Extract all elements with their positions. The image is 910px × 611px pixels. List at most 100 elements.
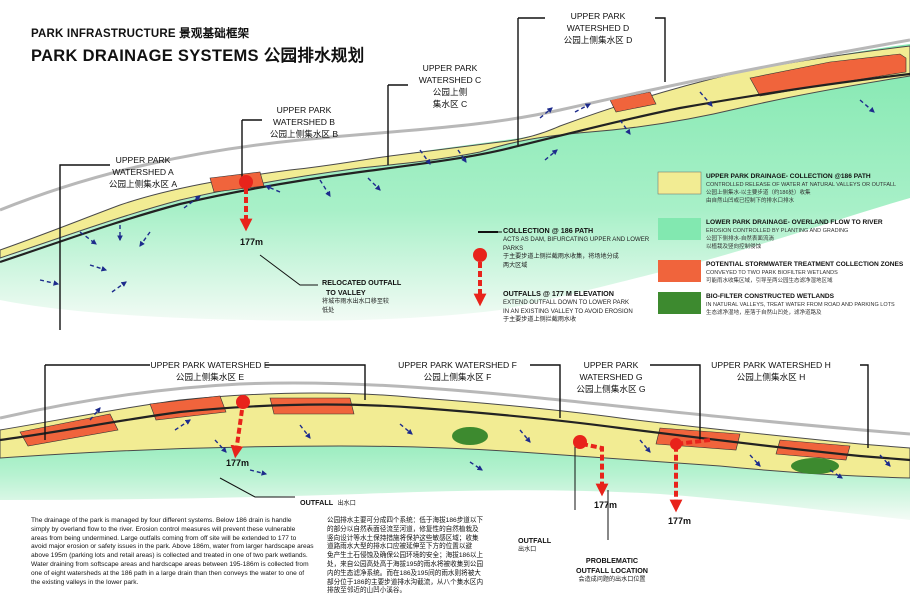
elevation-177-g: 177m <box>594 500 618 510</box>
outfalls-en2: IN AN EXISTING VALLEY TO AVOID EROSION <box>503 307 633 315</box>
watershed-h-cn: 公园上侧集水区 H <box>736 372 806 382</box>
description-cn-line: 竖向设计等水土保持措施将保护这些敏感区域；收集 <box>327 534 479 542</box>
bio-filter-wetland-1 <box>452 427 488 445</box>
elevation-177-top: 177m <box>240 237 264 247</box>
legend-upper-cn2: 由自然山凹或已控制下的排水口排水 <box>706 198 795 204</box>
legend-item-wetland: BIO-FILTER CONSTRUCTED WETLANDS IN NATUR… <box>706 292 906 317</box>
collection-en: ACTS AS DAM, BIFURCATING UPPER AND LOWER… <box>503 236 650 252</box>
description-en-line: Water draining from softscape areas and … <box>31 560 309 568</box>
description-en-line: the existing valleys in the lower park. <box>31 578 139 586</box>
watershed-h-label: UPPER PARK WATERSHED H 公园上侧集水区 H <box>706 359 836 383</box>
watershed-d-label: UPPER PARK WATERSHED D 公园上侧集水区 D <box>548 10 648 46</box>
problematic-l1: PROBLEMATIC <box>585 556 639 565</box>
outfalls-title: OUTFALLS @ 177 M ELEVATION <box>503 289 614 298</box>
road-top <box>0 38 910 212</box>
watershed-d-cn: 公园上侧集水区 D <box>563 35 633 45</box>
page-title: PARK DRAINAGE SYSTEMS 公园排水规划 <box>31 47 365 65</box>
outfall-g-callout: OUTFALL 出水口 <box>518 536 551 555</box>
watershed-c-cn2: 集水区 C <box>432 99 468 109</box>
relocated-l1: RELOCATED OUTFALL <box>322 278 402 287</box>
watershed-a-en1: UPPER PARK <box>115 155 171 165</box>
watershed-e-en: UPPER PARK WATERSHED E <box>150 360 270 370</box>
outfalls-en1: EXTEND OUTFALL DOWN TO LOWER PARK <box>503 299 630 306</box>
description-en-line: areas from being undermined. Large outfa… <box>31 534 297 542</box>
description-cn: 公园排水主要可分成四个系统：低于海拔186步道以下 的部分以自然表面径流至河道，… <box>327 517 517 596</box>
watershed-c-en2: WATERSHED C <box>418 75 482 85</box>
legend-stormwater-en: CONVEYED TO TWO PARK BIOFILTER WETLANDS <box>706 270 838 276</box>
watershed-boundaries <box>44 17 869 448</box>
outfall-g-en: OUTFALL <box>518 536 552 545</box>
watershed-f-cn: 公园上侧集水区 F <box>423 372 492 382</box>
relocated-outfall-callout: RELOCATED OUTFALL TO VALLEY 将城市雨水出水口移至较 … <box>322 278 432 315</box>
problematic-l2: OUTFALL LOCATION <box>576 566 648 575</box>
watershed-g-label: UPPER PARK WATERSHED G 公园上侧集水区 G <box>566 359 656 395</box>
description-en-line: above 195m (parking lots and retail area… <box>31 552 308 560</box>
description-cn-line: 部分位于186的主要步道排水沟截流，从八个集水区内 <box>327 578 484 586</box>
collection-path-186-top <box>0 72 910 264</box>
description-en-line: one of eight watersheds at the 186 path … <box>31 569 305 577</box>
legend-item-stormwater: POTENTIAL STORMWATER TREATMENT COLLECTIO… <box>706 260 906 285</box>
watershed-b-cn: 公园上侧集水区 B <box>269 129 339 139</box>
legend-lower-cn1: 公园下侧排水-自然表面流淌 <box>706 236 774 242</box>
watershed-e-cn: 公园上侧集水区 E <box>175 372 245 382</box>
stormwater-zone-bottom-3 <box>269 397 355 415</box>
problematic-cn: 会造成问题的出水口位置 <box>578 576 646 583</box>
relocated-cn1: 将城市雨水出水口移至较 <box>322 298 390 305</box>
legend-item-upper: UPPER PARK DRAINAGE- COLLECTION @186 PAT… <box>706 172 906 205</box>
watershed-d-en2: WATERSHED D <box>566 23 630 33</box>
legend-wetland-cn1: 生态滤净湿地，座落于自然山凹处，滤净道路及 <box>706 310 822 316</box>
watershed-c-en1: UPPER PARK <box>422 63 478 73</box>
description-en-line: simply by overland flow to the river. Er… <box>31 525 296 533</box>
watershed-c-label: UPPER PARK WATERSHED C 公园上侧 集水区 C <box>400 62 500 110</box>
collection-callout: COLLECTION @ 186 PATH ACTS AS DAM, BIFUR… <box>503 226 653 270</box>
collection-title: COLLECTION @ 186 PATH <box>503 226 594 235</box>
legend-lower-title: LOWER PARK DRAINAGE- OVERLAND FLOW TO RI… <box>706 219 883 226</box>
legend-upper-cn1: 公园上侧集水-以主要步道（约186处）收集 <box>706 190 811 196</box>
elevation-177-e: 177m <box>226 458 250 468</box>
legend-upper-title: UPPER PARK DRAINAGE- COLLECTION @186 PAT… <box>706 173 871 180</box>
watershed-b-label: UPPER PARK WATERSHED B 公园上侧集水区 B <box>254 104 354 140</box>
outfall-e-cn: 出水口 <box>337 500 356 507</box>
watershed-h-en: UPPER PARK WATERSHED H <box>711 360 831 370</box>
description-cn-line: 处，来自公园高处高于海拔195的雨水将被收集到公园 <box>327 560 484 568</box>
collection-path-186-bottom <box>0 403 910 462</box>
description-cn-line: 公园排水主要可分成四个系统：低于海拔186步道以下 <box>327 517 484 524</box>
watershed-d-en1: UPPER PARK <box>570 11 626 21</box>
legend-lower-en: EROSION CONTROLLED BY PLANTING AND GRADI… <box>706 228 849 234</box>
watershed-f-en: UPPER PARK WATERSHED F <box>398 360 517 370</box>
outfalls-cn: 于主要步道上侧拦截雨水收 <box>503 316 577 323</box>
description-cn-line: 的部分以自然表面径流至河道，修复性的自然植栽及 <box>327 525 479 533</box>
watershed-b-en1: UPPER PARK <box>276 105 332 115</box>
description-en-line: The drainage of the park is managed by f… <box>31 517 292 524</box>
flow-arrows <box>39 91 891 479</box>
legend-lower-cn2: 以植栽及竖向控制侵蚀 <box>706 244 762 250</box>
watershed-b-en2: WATERSHED B <box>272 117 336 127</box>
watershed-a-cn: 公园上侧集水区 A <box>108 179 178 189</box>
watershed-g-cn: 公园上侧集水区 G <box>576 384 646 394</box>
legend-stormwater-cn1: 可能雨水收集区域，引导至两公园生态滤净湿地区域 <box>706 278 833 284</box>
description-cn-line: 道路雨水大型的排水口应被延伸至下方的位置以避 <box>327 543 473 551</box>
problematic-outfall-callout: PROBLEMATIC OUTFALL LOCATION 会造成问题的出水口位置 <box>562 556 662 585</box>
description-cn-line: 内的生态滤净系统。而在186及195间的雨水则将被大 <box>327 569 481 577</box>
watershed-g-en1: UPPER PARK <box>583 360 639 370</box>
legend-item-lower: LOWER PARK DRAINAGE- OVERLAND FLOW TO RI… <box>706 218 906 251</box>
outfall-e-en: OUTFALL <box>300 498 334 507</box>
relocated-l2: TO VALLEY <box>326 288 366 297</box>
watershed-c-cn1: 公园上侧 <box>432 87 468 97</box>
collection-cn2: 两大区域 <box>503 261 528 269</box>
watershed-a-label: UPPER PARK WATERSHED A 公园上侧集水区 A <box>88 154 198 190</box>
road-bottom <box>0 381 910 436</box>
description-en: The drainage of the park is managed by f… <box>31 517 321 587</box>
header-overline: PARK INFRASTRUCTURE 景观基础框架 <box>31 28 250 40</box>
relocated-cn2: 低处 <box>322 306 335 314</box>
collection-cn1: 于主要步道上侧拦截雨水收集，将场地分成 <box>503 253 619 260</box>
elevation-177-h: 177m <box>668 516 692 526</box>
upper-park-zone-top <box>0 45 910 259</box>
legend-wetland-title: BIO-FILTER CONSTRUCTED WETLANDS <box>706 293 835 300</box>
legend-stormwater-title: POTENTIAL STORMWATER TREATMENT COLLECTIO… <box>706 261 904 268</box>
legend-wetland-en: IN NATURAL VALLEYS, TREAT WATER FROM ROA… <box>706 302 895 308</box>
outfall-e-callout: OUTFALL 出水口 <box>300 492 356 510</box>
watershed-f-label: UPPER PARK WATERSHED F 公园上侧集水区 F <box>395 359 520 383</box>
watershed-g-en2: WATERSHED G <box>579 372 643 382</box>
